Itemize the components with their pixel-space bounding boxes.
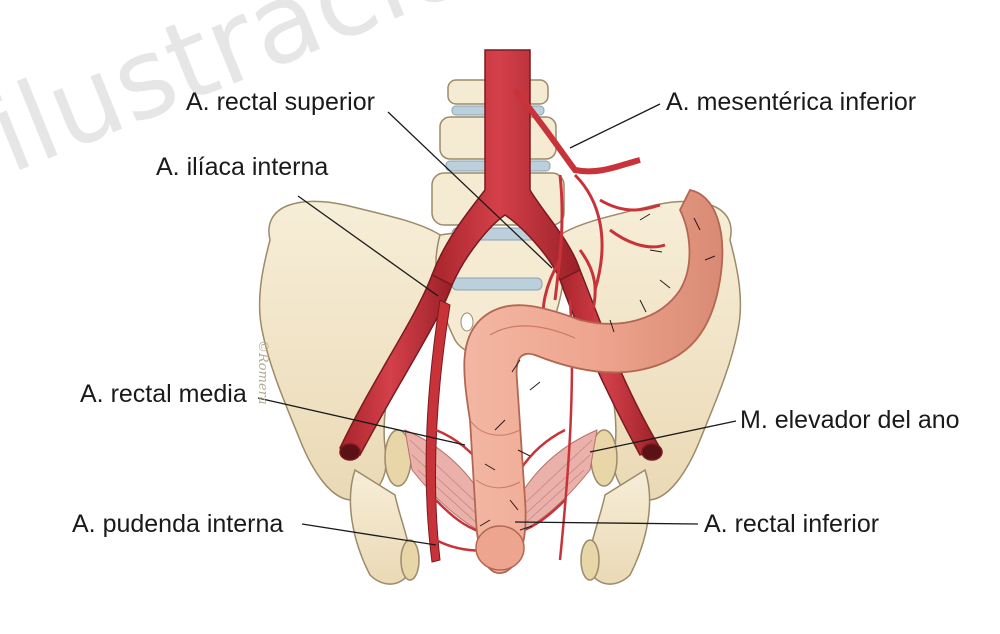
left-internal-iliac-artery bbox=[425, 299, 451, 563]
leader-lines bbox=[257, 103, 737, 546]
label-pudenda-interna: A. pudenda interna bbox=[72, 510, 284, 538]
left-ischium bbox=[349, 468, 412, 585]
leader-iliaca-interna bbox=[297, 195, 439, 297]
leader-rectal-media bbox=[257, 397, 466, 446]
rectum-and-sigmoid-colon bbox=[463, 188, 724, 575]
label-iliaca-interna: A. ilíaca interna bbox=[156, 153, 329, 181]
artist-signature: ©Romera bbox=[255, 340, 270, 405]
inferior-mesenteric-artery bbox=[512, 88, 641, 175]
label-mesenterica-inferior: A. mesentérica inferior bbox=[666, 88, 917, 116]
leader-elevador-ano bbox=[589, 420, 737, 453]
right-ischium bbox=[588, 468, 651, 585]
leader-rectal-inferior bbox=[514, 521, 699, 525]
leader-pudenda-interna bbox=[301, 523, 437, 546]
label-rectal-superior: A. rectal superior bbox=[186, 88, 375, 116]
leader-mesenterica-inferior bbox=[569, 103, 661, 149]
label-rectal-media: A. rectal media bbox=[80, 380, 247, 408]
leader-rectal-superior bbox=[387, 111, 553, 269]
label-rectal-inferior: A. rectal inferior bbox=[704, 510, 880, 538]
rectal-surface-vessels bbox=[479, 213, 716, 531]
arteries bbox=[338, 49, 666, 563]
label-elevador-ano: M. elevador del ano bbox=[740, 406, 960, 434]
